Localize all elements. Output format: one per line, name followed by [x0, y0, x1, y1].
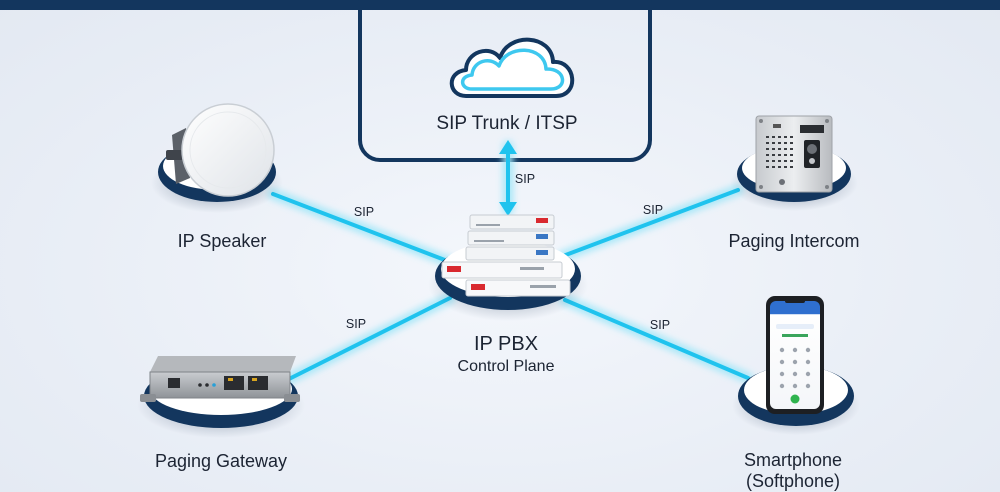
- paging-intercom-label: Paging Intercom: [728, 231, 860, 251]
- ip-speaker-label: IP Speaker: [177, 231, 267, 251]
- sip-trunk-label: SIP Trunk / ITSP: [436, 113, 578, 134]
- paging-intercom-device: [755, 115, 833, 193]
- double-arrow-icon: [499, 140, 517, 216]
- smartphone-device: [766, 296, 824, 414]
- paging-gateway-link-label: SIP: [345, 317, 367, 331]
- ip-pbx-device-stack: [441, 214, 571, 297]
- link-ip-speaker: [271, 192, 452, 264]
- ip-pbx-subtitle: Control Plane: [457, 358, 555, 375]
- smartphone-link-label: SIP: [649, 318, 671, 332]
- top-banner-bar: [0, 0, 1000, 10]
- paging-gateway-device: [140, 356, 300, 402]
- link-paging-gateway: [285, 296, 452, 382]
- ip-speaker-device: [166, 103, 275, 197]
- paging-intercom-link-label: SIP: [642, 203, 664, 217]
- ip-speaker-link-label: SIP: [353, 205, 375, 219]
- smartphone-label: Smartphone (Softphone): [743, 450, 843, 491]
- sip-trunk-link-label: SIP: [514, 172, 536, 186]
- paging-gateway-label: Paging Gateway: [154, 451, 288, 471]
- link-smartphone: [563, 298, 750, 380]
- link-paging-intercom: [561, 188, 740, 258]
- cloud-outline-icon: [449, 37, 575, 98]
- link-lines: [271, 150, 750, 382]
- ip-pbx-title: IP PBX: [473, 333, 539, 355]
